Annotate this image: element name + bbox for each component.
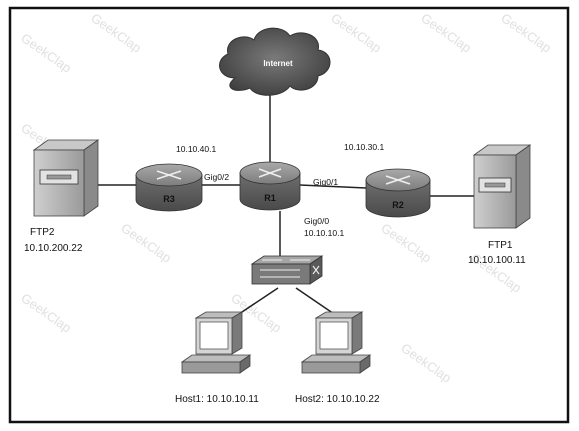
link-r1-r2: [299, 184, 367, 189]
r1-gig0-0-label: Gig0/0: [304, 216, 329, 226]
host2-label: Host2: 10.10.10.22: [295, 394, 380, 405]
internet-cloud-icon: Internet: [219, 27, 331, 96]
r3-router-icon: R3: [135, 163, 203, 212]
r1-gig0-0-ip: 10.10.10.1: [304, 228, 344, 238]
ftp2-server-icon: [32, 139, 100, 217]
ftp1-ip: 10.10.100.11: [468, 255, 526, 266]
ftp2-ip: 10.10.200.22: [24, 243, 83, 254]
r1-gig0-2-label: Gig0/2: [204, 172, 229, 182]
ftp2-name: FTP2: [30, 227, 55, 238]
ftp1-name: FTP1: [488, 240, 513, 251]
host1-label: Host1: 10.10.10.11: [175, 394, 259, 405]
internet-label: Internet: [263, 59, 293, 68]
r1-label: R1: [264, 193, 276, 203]
host2-computer-icon: [300, 311, 372, 374]
ftp1-server-icon: [472, 144, 532, 229]
r3-label: R3: [163, 194, 175, 204]
r3-link-ip: 10.10.40.1: [176, 144, 216, 154]
r2-router-icon: R2: [365, 168, 431, 218]
r1-router-icon: R1: [239, 161, 301, 211]
r2-label: R2: [392, 200, 404, 210]
r2-link-ip: 10.10.30.1: [344, 142, 384, 152]
switch-icon: [250, 255, 324, 285]
links: [96, 94, 474, 319]
r1-gig0-1-label: Gig0/1: [313, 177, 338, 187]
host1-computer-icon: [180, 311, 252, 374]
